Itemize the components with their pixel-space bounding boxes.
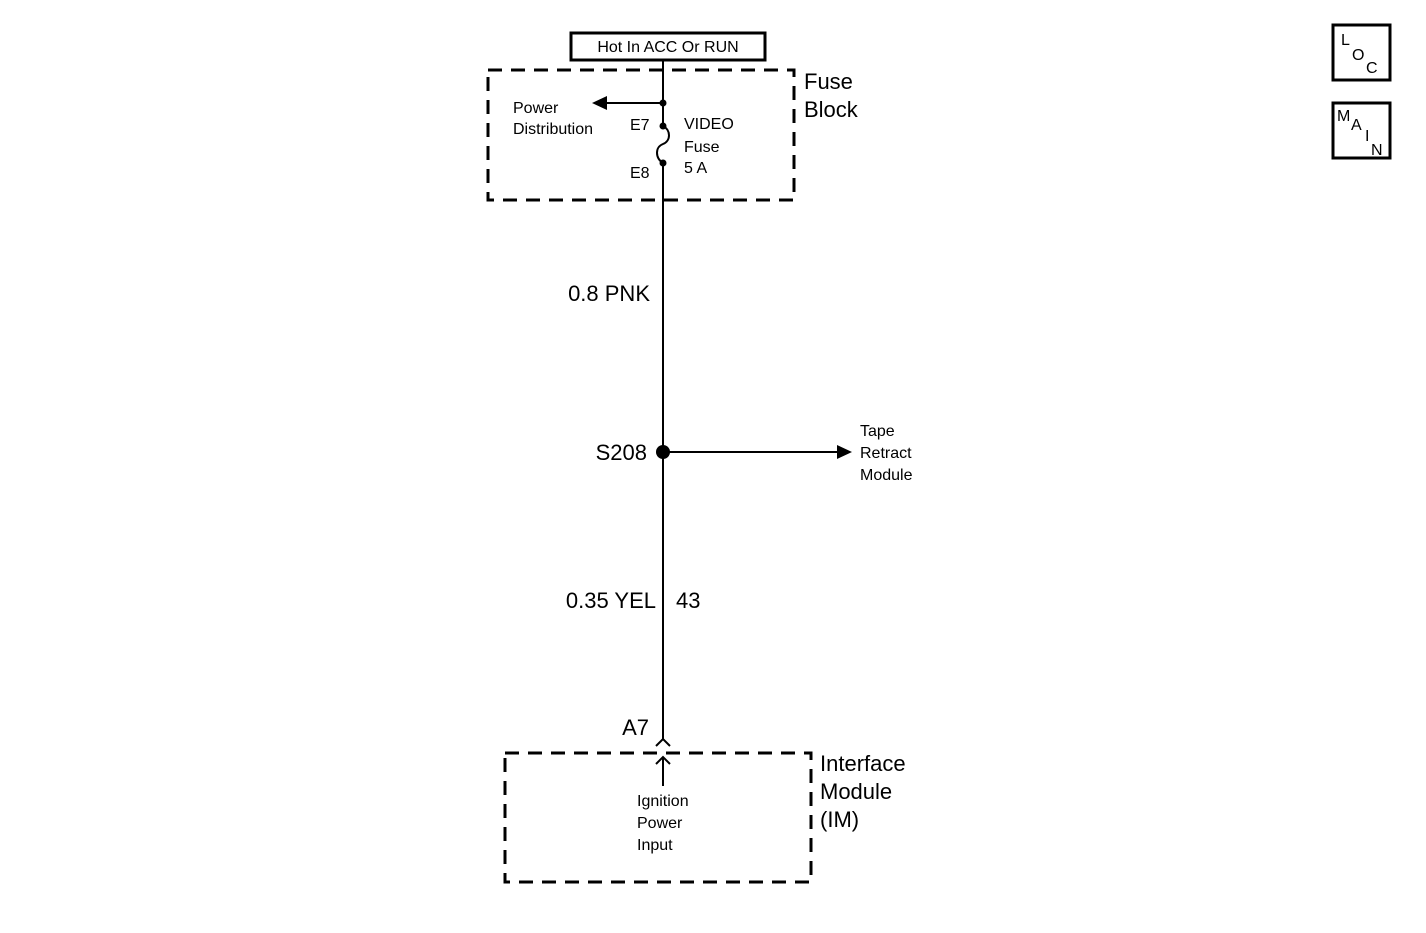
- power-source-box: [569, 31, 767, 62]
- wire-lower-label: 0.35 YEL: [566, 588, 656, 613]
- interface-module-outline: [503, 751, 813, 884]
- connector-a7-icon: [655, 737, 671, 747]
- fuse-rating-label: 5 A: [684, 160, 707, 177]
- tape-retract-label-line2: Retract: [860, 445, 912, 462]
- loc-button-frame[interactable]: [1331, 23, 1392, 82]
- interface-module-title-line3: (IM): [820, 807, 859, 832]
- loc-button-letter-o: O: [1352, 47, 1364, 64]
- main-button-frame[interactable]: [1331, 101, 1392, 160]
- main-button[interactable]: M A I N: [1331, 101, 1392, 160]
- fuse-terminal-e8-label: E8: [630, 165, 650, 182]
- loc-button-letter-l: L: [1341, 32, 1350, 49]
- ignition-input-label: Ignition: [637, 793, 689, 810]
- power-distribution-label-line2: Distribution: [513, 121, 593, 138]
- main-button-letter-m: M: [1337, 108, 1350, 125]
- tape-retract-label: Tape: [860, 423, 895, 440]
- fuse-name-label: VIDEO: [684, 116, 734, 133]
- fuse-icon: [656, 125, 670, 164]
- fuse-block-outline: [486, 68, 796, 202]
- fuse-block-title-line2: Block: [804, 97, 859, 122]
- interface-module-title-line2: Module: [820, 779, 892, 804]
- tape-retract-arrow-icon: [837, 445, 852, 459]
- power-distribution-label: Power: [513, 100, 559, 117]
- loc-button-letter-c: C: [1366, 60, 1378, 77]
- main-button-letter-a: A: [1351, 117, 1362, 134]
- connector-a7-label: A7: [622, 715, 649, 740]
- loc-button[interactable]: L O C: [1331, 23, 1392, 82]
- power-source-label: Hot In ACC Or RUN: [597, 39, 738, 56]
- ignition-input-label-line2: Power: [637, 815, 683, 832]
- wire-lower-circuit-label: 43: [676, 588, 700, 613]
- tape-retract-label-line3: Module: [860, 467, 913, 484]
- fuse-terminal-e7-label: E7: [630, 117, 650, 134]
- power-distribution-arrow-icon: [592, 96, 607, 110]
- fuse-type-label: Fuse: [684, 139, 720, 156]
- interface-module-title: Interface: [820, 751, 906, 776]
- main-button-letter-n: N: [1371, 142, 1383, 159]
- main-button-letter-i: I: [1365, 128, 1369, 145]
- ignition-input-label-line3: Input: [637, 837, 673, 854]
- splice-s208-label: S208: [596, 440, 647, 465]
- fuse-block-title: Fuse: [804, 69, 853, 94]
- wire-upper-label: 0.8 PNK: [568, 281, 650, 306]
- ignition-input-arrow-icon: [655, 755, 671, 765]
